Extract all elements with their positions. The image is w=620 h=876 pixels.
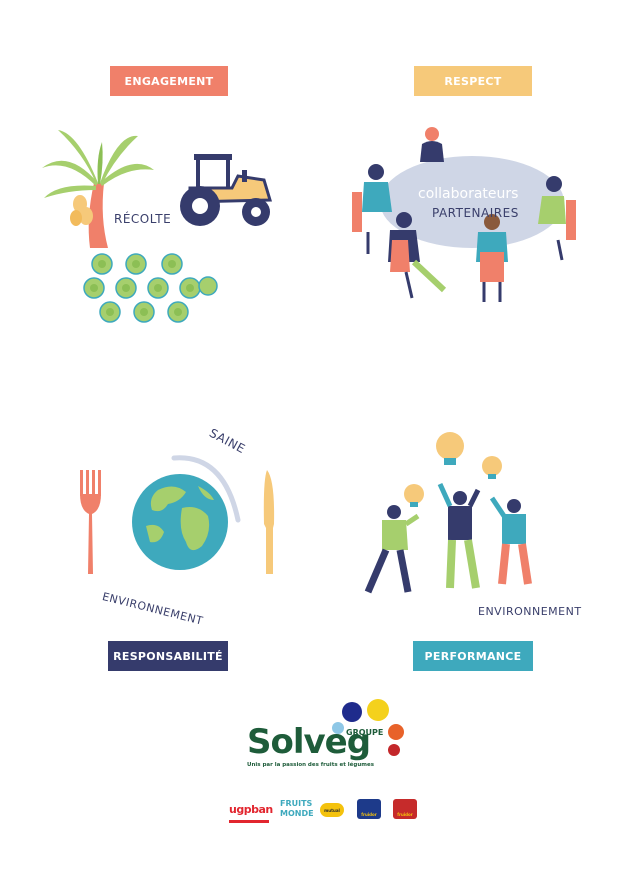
saine-caption: SAINE (206, 425, 248, 457)
lettuce-field-illustration (83, 253, 218, 323)
partenaires-caption: PARTENAIRES (432, 206, 519, 220)
logo-dots-icon (332, 699, 404, 756)
fruits-monde-logo: FRUITS MONDE (280, 799, 314, 823)
fork-icon (80, 470, 101, 574)
engagement-label: ENGAGEMENT (110, 66, 228, 96)
respect-label-text: RESPECT (444, 74, 502, 88)
logo-tagline: Unis par la passion des fruits et légume… (247, 762, 374, 768)
fruits-monde-line2: MONDE (280, 809, 314, 818)
lightbulb-icon (436, 432, 464, 465)
recolte-caption: RÉCOLTE (114, 212, 172, 226)
engagement-label-text: ENGAGEMENT (124, 74, 214, 88)
responsabilite-label-text: RESPONSABILITÉ (113, 649, 223, 663)
fruidor-logo-1-text: fruidor (361, 812, 377, 817)
tractor-illustration (180, 154, 273, 226)
fruidor-logo-1: fruidor (357, 799, 381, 819)
fruits-monde-line1: FRUITS (280, 799, 313, 808)
ugpban-logo: ugpban (229, 800, 273, 823)
collaborateurs-caption: collaborateurs (418, 186, 519, 202)
performance-label-text: PERFORMANCE (424, 649, 522, 663)
responsabilite-label: RESPONSABILITÉ (108, 641, 228, 671)
ideas-team-illustration (364, 432, 532, 594)
mutual-logo: mutual (320, 803, 344, 817)
knife-icon (263, 470, 275, 574)
fruidor-logo-2-text: fruidor (397, 812, 413, 817)
logo-name: Solveg (247, 722, 371, 762)
meeting-table-illustration (352, 127, 576, 302)
palm-tree-illustration (42, 130, 154, 248)
ugpban-logo-text: ugpban (229, 803, 273, 816)
respect-label: RESPECT (414, 66, 532, 96)
environnement-caption-right: ENVIRONNEMENT (478, 605, 582, 618)
fruidor-logo-2: fruidor (393, 799, 417, 819)
arc-decoration (171, 455, 241, 523)
performance-label: PERFORMANCE (413, 641, 533, 671)
logo-prefix: GROUPE (346, 728, 384, 737)
globe-icon (132, 474, 228, 570)
mutual-logo-text: mutual (324, 807, 340, 813)
environnement-caption-left: ENVIRONNEMENT (100, 590, 205, 628)
